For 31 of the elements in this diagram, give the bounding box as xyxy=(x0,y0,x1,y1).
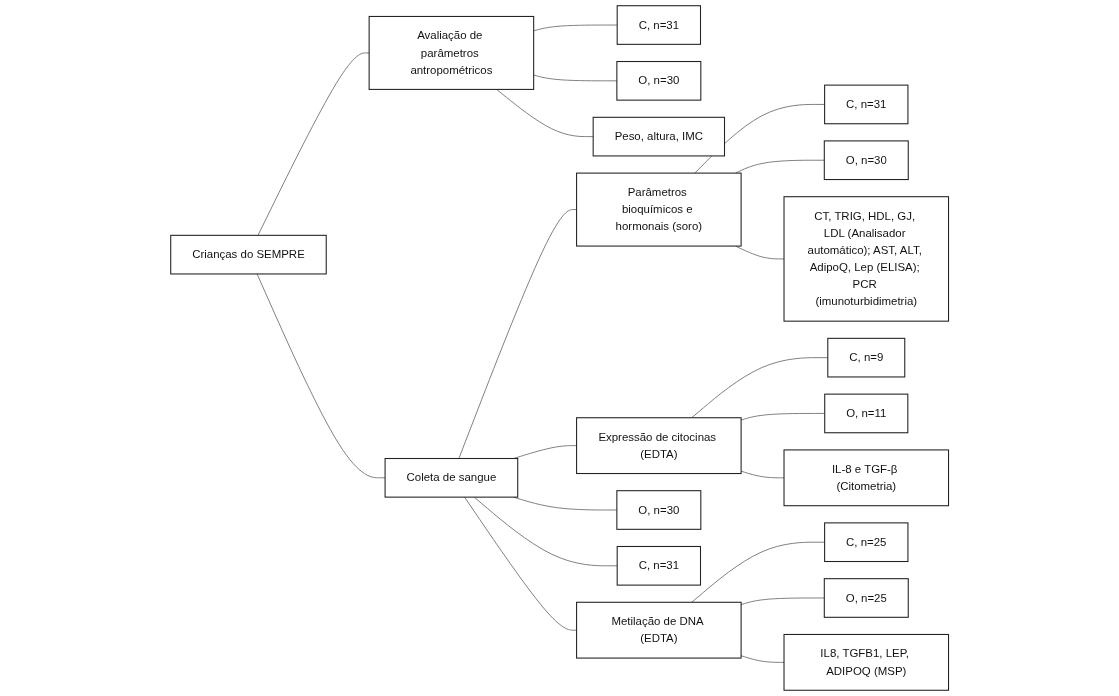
node-box: O, n=25 xyxy=(823,578,909,618)
connector xyxy=(533,24,618,32)
connector xyxy=(257,52,370,236)
connector xyxy=(694,103,825,174)
node-box: O, n=30 xyxy=(823,140,909,181)
connector xyxy=(458,209,577,459)
connector xyxy=(691,541,825,603)
node-box: O, n=30 xyxy=(616,490,702,530)
node-box: IL8, TGFB1, LEP, ADIPOQ (MSP) xyxy=(783,633,949,691)
node-box: Crianças do SEMPRE xyxy=(170,234,327,275)
node-box: Metilação de DNA (EDTA) xyxy=(575,601,742,659)
connector xyxy=(734,159,825,174)
node-box: C, n=31 xyxy=(823,84,909,125)
connector xyxy=(513,445,577,459)
node-box: C, n=9 xyxy=(827,337,906,378)
node-box: CT, TRIG, HDL, GJ, LDL (Analisador automático); AST, ALT, AdipoQ, Lep (ELISA); PCR (imunoturbidimetria) xyxy=(783,196,949,322)
node-box: C, n=25 xyxy=(823,522,909,563)
connector xyxy=(463,496,577,631)
node-box: O, n=30 xyxy=(616,61,702,101)
node-box: C, n=31 xyxy=(616,5,701,45)
node-box: Parâmetros bioquímicos e hormonais (soro) xyxy=(575,172,742,247)
connector xyxy=(473,496,618,567)
node-box: C, n=31 xyxy=(616,545,701,586)
node-box: Avaliação de parâmetros antropométricos xyxy=(368,15,535,90)
connector xyxy=(496,88,594,138)
node-box: O, n=11 xyxy=(824,393,909,434)
node-box: Coleta de sangue xyxy=(384,457,519,498)
node-box: Peso, altura, IMC xyxy=(592,116,725,157)
node-box: IL-8 e TGF-β (Citometria) xyxy=(783,449,949,507)
connector xyxy=(740,597,825,606)
node-box: Expressão de citocinas (EDTA) xyxy=(575,417,742,475)
